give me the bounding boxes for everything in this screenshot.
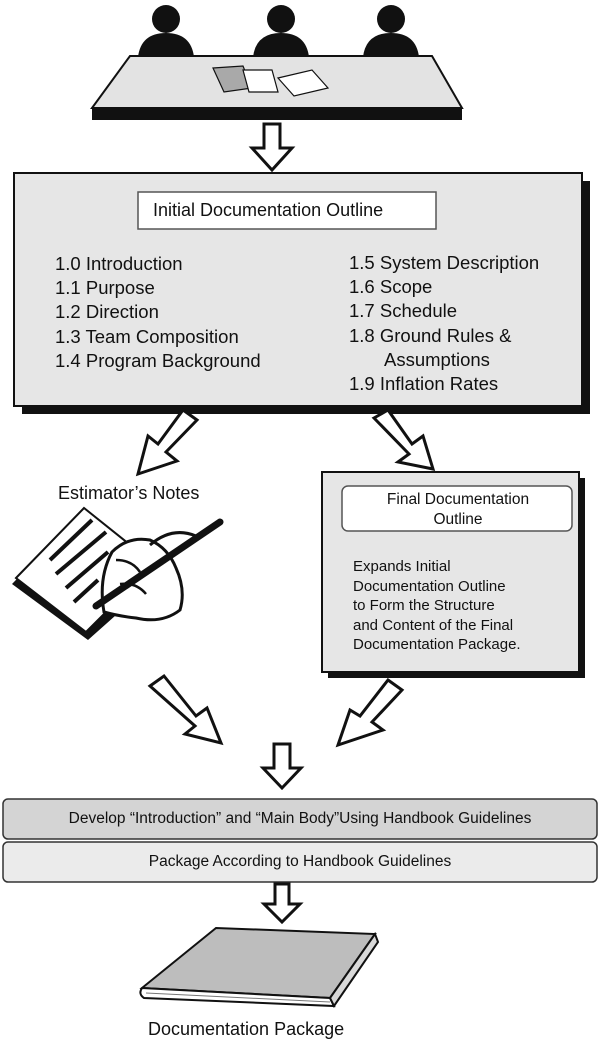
down-right-arrow-icon [147,673,224,746]
down-arrow-icon [248,122,296,173]
initial-outline-left-list: 1.0 Introduction 1.1 Purpose 1.2 Directi… [55,252,261,373]
outline-item: 1.6 Scope [349,276,433,298]
writing-hand-icon [12,506,224,640]
final-outline-title-line: Final Documentation [386,491,530,508]
outline-item: 1.7 Schedule [349,300,458,322]
package-step-label: Package According to Handbook Guidelines [148,853,452,870]
outline-item-continuation: Assumptions [384,348,490,370]
initial-outline-title: Initial Documentation Outline [153,200,384,220]
description-line: and Content of the Final [353,616,514,634]
outline-item: 1.1 Purpose [55,277,155,299]
book-icon [139,926,380,1008]
description-line: Expands Initial [353,558,451,575]
initial-outline-panel [13,172,590,414]
outline-item: 1.5 System Description [349,252,540,273]
outline-item: 1.4 Program Background [55,349,261,371]
outline-item: 1.2 Direction [55,301,159,323]
outline-item: 1.0 Introduction [55,253,183,274]
description-line: Documentation Outline [353,577,506,595]
develop-step-bar [2,798,598,840]
develop-step-label: Develop “Introduction” and “Main Body”Us… [68,810,532,827]
outline-item: 1.8 Ground Rules & [349,324,512,346]
final-outline-title: Final Documentation Outline [345,490,571,530]
package-step-bar [2,841,598,883]
initial-outline-right-list: 1.5 System Description 1.6 Scope 1.7 Sch… [349,251,539,396]
down-arrow-icon [259,742,305,791]
description-line: Documentation Package. [353,636,521,654]
meeting-people-icon [138,5,419,57]
description-line: to Form the Structure [353,597,495,615]
final-outline-title-line: Outline [433,511,483,528]
estimator-notes-label: Estimator’s Notes [58,483,200,503]
down-right-arrow-icon [371,408,436,471]
down-left-arrow-icon [335,677,405,748]
documentation-package-label: Documentation Package [148,1019,345,1039]
down-arrow-icon [260,882,304,925]
meeting-table-icon [90,55,464,120]
outline-item: 1.9 Inflation Rates [349,373,499,395]
final-outline-panel [321,471,585,678]
down-left-arrow-icon [135,407,200,477]
outline-item: 1.3 Team Composition [55,325,239,347]
final-outline-description: Expands Initial Documentation Outline to… [353,557,521,655]
